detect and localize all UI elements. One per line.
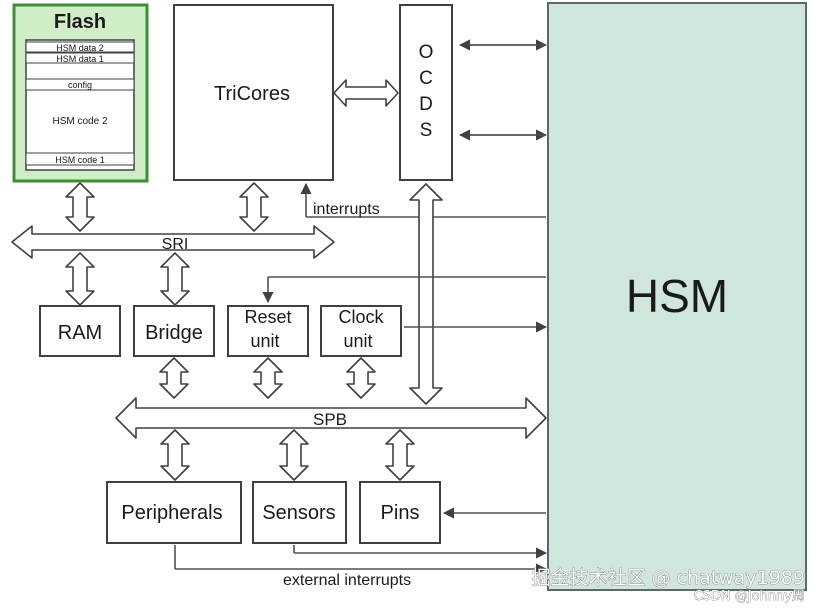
flash-row-hsm-data-1 [25,52,135,64]
tricores-block [173,4,334,181]
peripherals-block [106,481,242,544]
ocds-block [399,4,453,181]
hsm-label: HSM [626,270,728,322]
hsm-block [547,2,807,591]
flash-sri-arrow [65,182,95,232]
spb-bus [115,397,547,439]
external-interrupts-label: external interrupts [283,572,411,589]
ocds-letter: C [419,68,433,89]
spb-sensors-arrow [279,429,309,481]
reset-unit-label: Reset [244,307,291,327]
clock-spb-arrow [346,357,376,399]
bridge-spb-arrow [159,357,189,399]
flash-row-hsm-code-1 [25,152,135,166]
ocds-letter: D [419,94,433,115]
watermark-text: CSDN @Johnny周 [694,589,805,604]
sri-ram-arrow [65,252,95,306]
flash-row-label: config [68,80,92,90]
flash-row-label: HSM code 2 [52,116,107,127]
interrupts-label: interrupts [313,201,380,218]
clock-unit-label: unit [343,331,372,351]
spb-label: SPB [313,410,347,429]
flash-row-config [25,78,135,91]
watermark-text: 掘金技术社区 @ chatway1989 [532,567,805,589]
peripherals-label: Peripherals [121,502,222,524]
spb-pins-arrow [385,429,415,481]
flash-row-label: HSM data 1 [56,54,104,64]
sri-bus [11,225,335,259]
reset-unit-block [227,305,309,357]
sensors-label: Sensors [262,502,335,524]
reset-unit-label: unit [250,331,279,351]
flash-title: Flash [54,11,106,33]
tricores-ocds-arrow [333,79,399,107]
bridge-label: Bridge [145,322,203,344]
ocds-letter: O [419,42,434,63]
pins-label: Pins [381,502,420,524]
bridge-block [133,305,215,357]
spb-peripherals-arrow [160,429,190,481]
clock-unit-block [320,305,402,357]
tricores-sri-arrow [239,182,269,232]
tricores-label: TriCores [214,83,290,105]
clock-unit-label: Clock [338,307,384,327]
sensors-block [252,481,347,544]
flash-row-label: HSM data 2 [56,43,104,53]
flash-row-label: HSM code 1 [55,155,105,165]
ocds-spb-arrow [409,183,443,405]
ram-label: RAM [58,322,102,344]
ocds-letter: S [420,120,433,141]
flash-row-hsm-data-2 [25,41,135,53]
sri-label: SRI [162,236,189,253]
pins-block [359,481,441,544]
ram-block [39,305,121,357]
reset-spb-arrow [253,357,283,399]
sri-bridge-arrow [160,252,190,306]
